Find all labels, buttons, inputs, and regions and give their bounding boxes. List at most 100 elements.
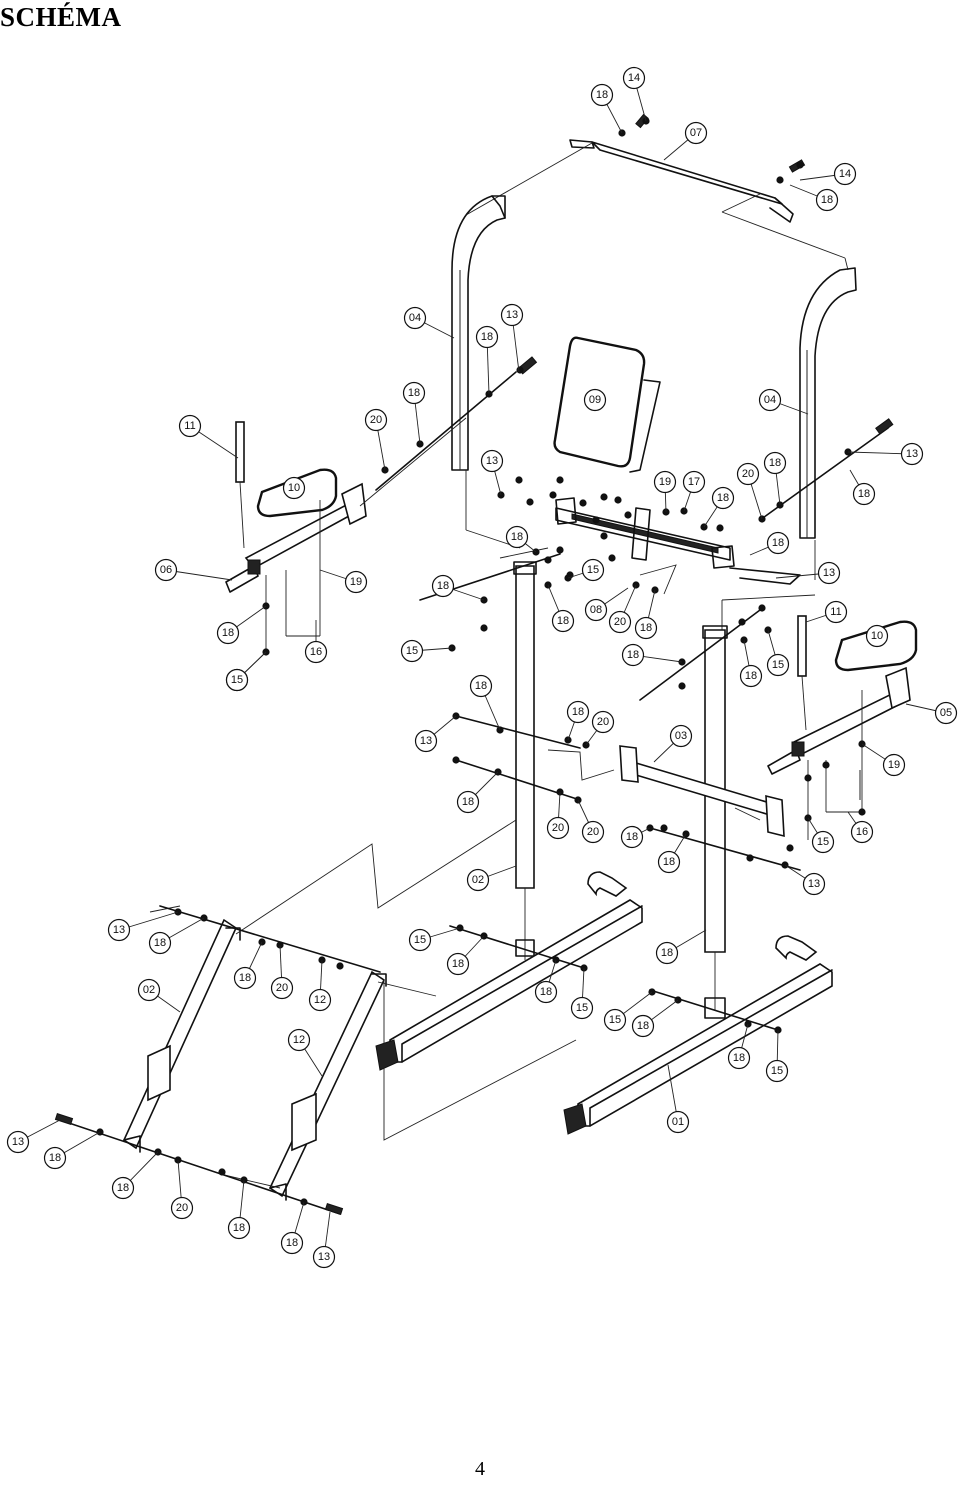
callout-circle	[364, 408, 388, 432]
callout-20: 20	[546, 791, 570, 840]
callout-circle	[657, 850, 681, 874]
callout-circle	[480, 449, 504, 473]
callout-18: 18	[111, 1151, 159, 1200]
callout-circle	[287, 1028, 311, 1052]
callout-11: 11	[805, 600, 848, 624]
callout-label: 18	[222, 627, 234, 639]
callout-08: 08	[584, 587, 629, 622]
callout-06: 06	[154, 558, 233, 582]
callout-circle	[758, 388, 782, 412]
callout-13: 13	[500, 303, 524, 373]
washer-dot	[600, 493, 608, 501]
callout-15: 15	[567, 558, 605, 582]
callout-18: 18	[148, 917, 205, 955]
callout-label: 10	[871, 630, 883, 642]
callout-18: 18	[727, 1023, 751, 1070]
callout-label: 05	[940, 707, 952, 719]
callout-circle	[815, 188, 839, 212]
callout-02: 02	[466, 865, 517, 892]
left-center-post	[513, 561, 537, 960]
washer-dot	[746, 854, 754, 862]
callout-label: 01	[672, 1116, 684, 1128]
callout-circle	[634, 616, 658, 640]
callout-circle	[137, 978, 161, 1002]
callout-label: 14	[839, 168, 851, 180]
callout-circle	[850, 820, 874, 844]
callout-label: 18	[821, 194, 833, 206]
callout-15: 15	[570, 967, 594, 1020]
washer-dot	[738, 618, 746, 626]
washer-dot	[579, 499, 587, 507]
callout-19: 19	[319, 569, 368, 594]
washer-dot	[544, 556, 552, 564]
callout-18: 18	[534, 959, 558, 1004]
callout-20: 20	[585, 710, 615, 746]
callout-label: 02	[472, 874, 484, 886]
callout-circle	[446, 952, 470, 976]
cross-brace	[547, 745, 785, 838]
washer-dot	[796, 161, 804, 169]
washer-dot	[678, 682, 686, 690]
callout-label: 13	[113, 924, 125, 936]
callout-label: 18	[475, 680, 487, 692]
callout-label: 04	[409, 312, 421, 324]
callout-circle	[900, 442, 924, 466]
callout-17: 17	[682, 470, 706, 512]
callout-circle	[227, 1216, 251, 1240]
washer-dot	[592, 516, 600, 524]
callout-label: 15	[406, 645, 418, 657]
bolts	[54, 113, 894, 1215]
callout-circle	[6, 1130, 30, 1154]
callout-18: 18	[402, 381, 426, 445]
callout-label: 20	[587, 826, 599, 838]
callout-18: 18	[621, 643, 683, 667]
callout-13: 13	[784, 864, 826, 896]
callout-circle	[148, 931, 172, 955]
callout-circle	[581, 558, 605, 582]
callout-label: 16	[310, 646, 322, 658]
callout-circle	[43, 1146, 67, 1170]
callout-circle	[475, 325, 499, 349]
center-bracket	[555, 497, 801, 585]
callout-18: 18	[849, 469, 876, 506]
callout-circle	[111, 1176, 135, 1200]
callout-circle	[666, 1110, 690, 1134]
callout-label: 12	[293, 1034, 305, 1046]
callout-label: 19	[659, 476, 671, 488]
callout-label: 18	[540, 986, 552, 998]
callout-15: 15	[766, 629, 790, 677]
callout-circle	[711, 486, 735, 510]
callout-circle	[225, 668, 249, 692]
callout-circle	[591, 710, 615, 734]
callout-label: 15	[587, 564, 599, 576]
callout-circle	[817, 561, 841, 585]
callout-circle	[312, 1245, 336, 1269]
callout-label: 18	[49, 1152, 61, 1164]
washer-dot	[858, 808, 866, 816]
callout-circle	[603, 1008, 627, 1032]
callout-18: 18	[475, 325, 499, 395]
callout-18: 18	[789, 184, 839, 212]
callout-20: 20	[608, 584, 637, 634]
callout-label: 15	[609, 1014, 621, 1026]
callout-circle	[766, 531, 790, 555]
callout-circle	[852, 482, 876, 506]
callout-label: 18	[408, 387, 420, 399]
callout-label: 18	[481, 331, 493, 343]
callout-11: 11	[178, 414, 239, 459]
callout-label: 18	[557, 615, 569, 627]
callout-label: 18	[233, 1222, 245, 1234]
callout-19: 19	[861, 743, 906, 777]
callout-18: 18	[739, 639, 763, 688]
callout-label: 15	[817, 836, 829, 848]
callout-circle	[178, 414, 202, 438]
callout-label: 18	[717, 492, 729, 504]
callout-label: 20	[597, 716, 609, 728]
callout-label: 13	[318, 1251, 330, 1263]
callout-label: 18	[626, 831, 638, 843]
callout-circle	[811, 830, 835, 854]
callout-label: 18	[286, 1237, 298, 1249]
callout-circle	[280, 1231, 304, 1255]
callout-13: 13	[6, 1119, 61, 1154]
callout-label: 02	[143, 984, 155, 996]
